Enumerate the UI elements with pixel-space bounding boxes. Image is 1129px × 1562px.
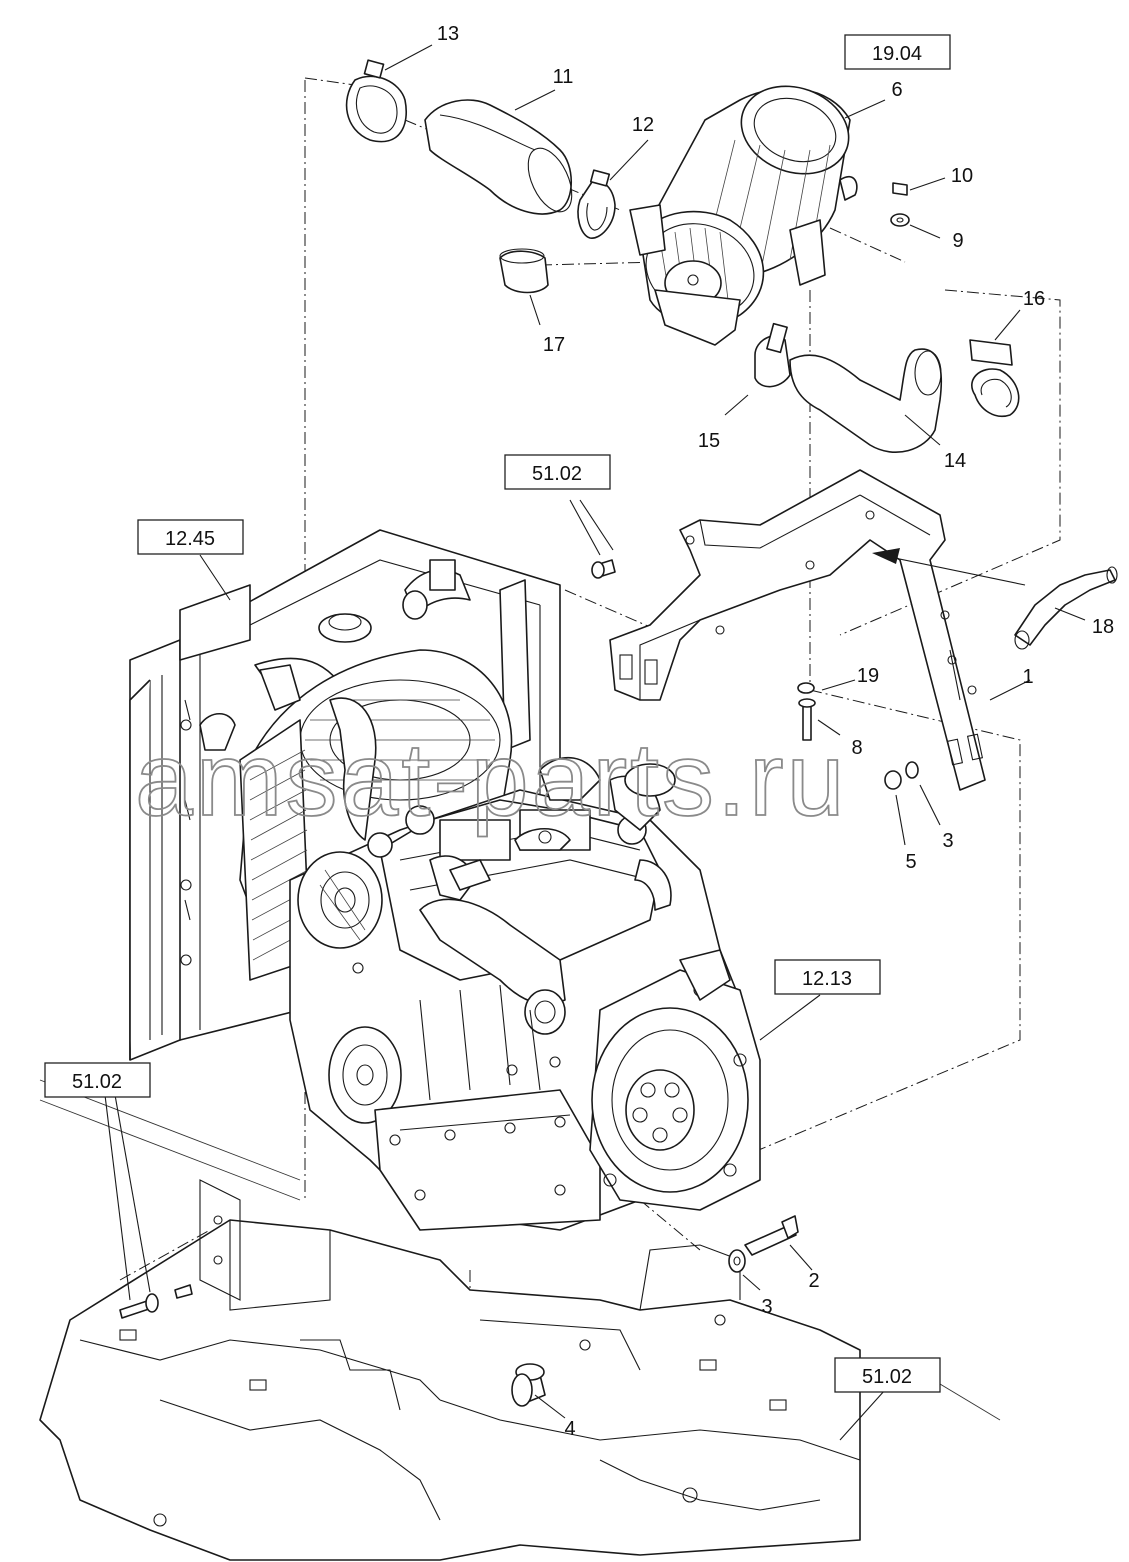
callout-numbers: 1 2 3 3 4 5 6 8 9 10 11 12 13 14 15 16 1…: [437, 23, 1114, 1440]
callout-4: 4: [564, 1418, 575, 1440]
ref-box-51-02-left: 51.02: [44, 1062, 151, 1098]
callout-12: 12: [632, 114, 654, 136]
ref-box-12-45: 12.45: [137, 519, 244, 555]
engine-block: [199, 649, 761, 1231]
callout-11: 11: [553, 66, 574, 88]
ref-box-12-13-label: 12.13: [802, 968, 852, 990]
callout-8: 8: [851, 737, 862, 759]
small-hardware: [591, 182, 919, 790]
callout-10: 10: [951, 165, 973, 187]
leader-lines: [104, 44, 1086, 1441]
callout-18: 18: [1092, 616, 1114, 638]
callout-6: 6: [891, 79, 902, 101]
chassis-frame: [39, 1079, 1001, 1561]
reference-boxes: 19.04 51.02 12.45 12.13 51.02 51.02: [44, 34, 951, 1393]
callout-13: 13: [437, 23, 459, 45]
callout-9: 9: [952, 230, 963, 252]
engine-mount-hardware: [119, 1215, 799, 1407]
callout-5: 5: [905, 851, 916, 873]
ref-box-12-13: 12.13: [774, 959, 881, 995]
callout-2: 2: [808, 1270, 819, 1292]
callout-16: 16: [1023, 288, 1045, 310]
callout-17: 17: [543, 334, 565, 356]
ref-box-19-04: 19.04: [844, 34, 951, 70]
ref-box-19-04-label: 19.04: [872, 43, 922, 65]
callout-3-upper: 3: [942, 830, 953, 852]
callout-1: 1: [1022, 666, 1033, 688]
ref-box-51-02-bottom: 51.02: [834, 1357, 941, 1393]
air-filter: [629, 85, 858, 346]
watermark-text: amsat-parts.ru: [135, 722, 847, 838]
callout-3-lower: 3: [761, 1296, 772, 1318]
ref-box-51-02-bottom-label: 51.02: [862, 1366, 912, 1388]
callout-15: 15: [698, 430, 720, 452]
ref-box-51-02-top: 51.02: [504, 454, 611, 490]
callout-14: 14: [944, 450, 966, 472]
intake-hose-parts: [345, 59, 616, 294]
ref-box-12-45-label: 12.45: [165, 528, 215, 550]
ref-box-51-02-left-label: 51.02: [72, 1071, 122, 1093]
ref-box-51-02-top-label: 51.02: [532, 463, 582, 485]
outlet-hose-parts: [754, 322, 1118, 650]
callout-19: 19: [857, 665, 879, 687]
